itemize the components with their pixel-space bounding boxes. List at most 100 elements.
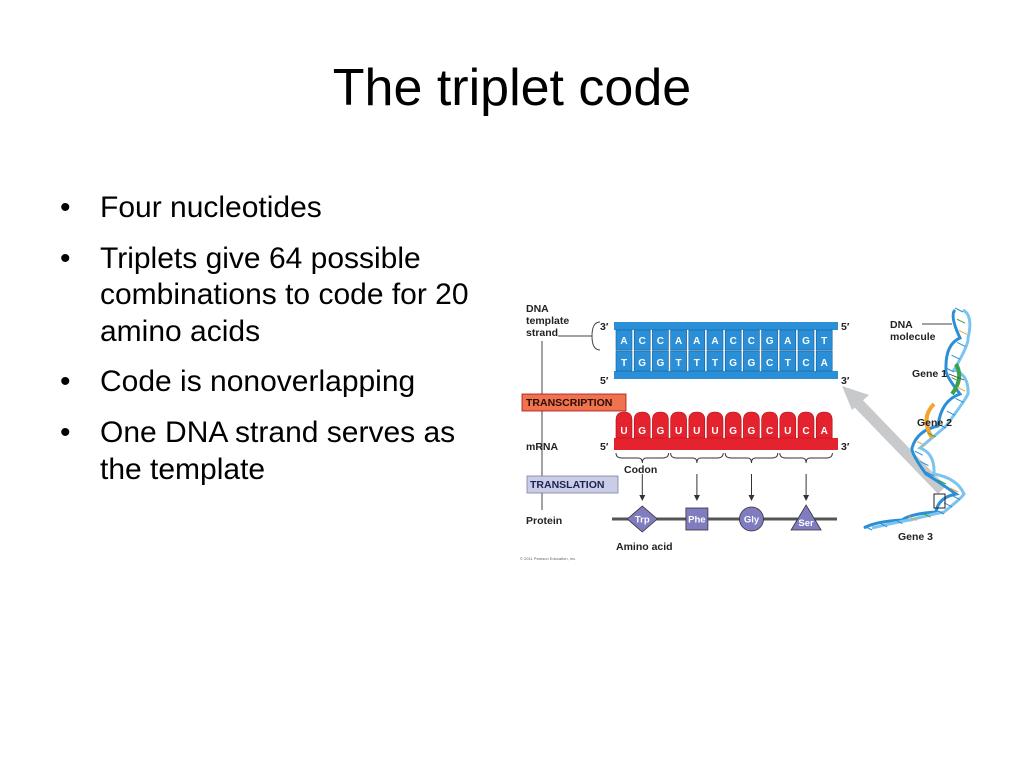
mrna-base-letter: G xyxy=(748,426,756,437)
dna-top-base xyxy=(652,329,669,351)
helix-rung xyxy=(951,495,961,501)
mrna-base xyxy=(633,411,651,439)
amino-acid-shape xyxy=(626,505,658,533)
mrna-base xyxy=(706,411,724,439)
end-label: 3′ xyxy=(600,321,609,333)
dna-bottom-base xyxy=(652,350,669,372)
helix-rung xyxy=(863,525,873,531)
dna-top-base xyxy=(633,329,651,351)
translation-arrowhead xyxy=(748,495,755,501)
dna-top-base xyxy=(761,329,778,351)
dna-bottom-base xyxy=(815,350,833,372)
dna-top-base-letter: A xyxy=(675,336,682,347)
helix-rung xyxy=(922,512,931,518)
amino-acid-name: Trp xyxy=(635,515,650,526)
end-label: 5′ xyxy=(841,321,850,333)
dna-top-base-letter: G xyxy=(766,336,774,347)
template-bracket xyxy=(591,321,601,351)
amino-acid-shape xyxy=(739,506,764,532)
mrna-base xyxy=(815,411,833,439)
dna-bottom-base-letter: G xyxy=(729,358,737,369)
mrna-label: mRNA xyxy=(526,441,559,453)
mrna-base xyxy=(743,411,760,439)
dna-top-base-letter: A xyxy=(693,336,700,347)
helix-rung xyxy=(951,377,960,383)
mrna-base-letter: G xyxy=(657,426,665,437)
slide-title: The triplet code xyxy=(332,59,692,117)
dna-top-base-letter: T xyxy=(821,336,827,347)
helix-rung xyxy=(908,515,918,521)
helix-strand xyxy=(871,308,972,530)
dna-top-base-letter: C xyxy=(748,336,755,347)
mrna-base xyxy=(670,411,687,439)
dna-bottom-base-letter: T xyxy=(621,358,627,369)
dna-bottom-base-letter: T xyxy=(676,358,682,369)
dna-top-base xyxy=(670,329,687,351)
dna-bottom-base-letter: C xyxy=(802,358,809,369)
mrna-base xyxy=(688,411,706,439)
amino-acid-shape xyxy=(685,507,709,531)
dna-bottom-base-letter: A xyxy=(821,358,828,369)
codon-braces xyxy=(615,452,833,501)
amino-acid-name: Phe xyxy=(688,515,705,526)
codon-brace xyxy=(670,452,724,464)
strand-label: strand xyxy=(526,327,558,339)
gene-2-label: Gene 2 xyxy=(917,417,952,429)
gene-1-segment xyxy=(950,363,962,396)
amino-acid-shape xyxy=(790,504,822,531)
codon-brace xyxy=(779,452,833,464)
helix-rung xyxy=(920,461,929,467)
helix-rung xyxy=(916,441,926,447)
bullet-item: One DNA strand serves as the template xyxy=(60,415,500,488)
helix-rung xyxy=(878,522,888,528)
dna-bottom-base-letter: T xyxy=(785,358,791,369)
mrna-base-letter: A xyxy=(821,426,828,437)
protein-label: Protein xyxy=(526,515,562,527)
dna-top-base xyxy=(706,329,724,351)
translation-box xyxy=(526,475,619,494)
bullet-item: Triplets give 64 possible combinations t… xyxy=(60,241,500,351)
dna-top-base xyxy=(797,329,815,351)
helix-rung xyxy=(951,354,960,360)
mrna-base xyxy=(797,411,815,439)
mrna-base-letter: U xyxy=(711,426,718,437)
dna-top-base-letter: A xyxy=(620,336,627,347)
dna-bottom-base xyxy=(797,350,815,372)
mrna-base-letter: U xyxy=(784,426,791,437)
translation-label: TRANSLATION xyxy=(530,479,604,491)
helix-rung xyxy=(956,318,966,324)
triplet-code-figure: DNA template strand TRANSCRIPTION mRNA T… xyxy=(512,298,992,564)
dna-bottom-base-letter: T xyxy=(712,358,718,369)
dna-top-backbone xyxy=(614,322,838,330)
helix-rung xyxy=(956,341,966,347)
dna-top-base xyxy=(688,329,706,351)
end-label: 3′ xyxy=(841,375,850,387)
dna-top-base xyxy=(743,329,760,351)
bullet-list: Four nucleotides Triplets give 64 possib… xyxy=(60,190,500,502)
mrna-base-letter: G xyxy=(729,426,737,437)
mrna-base xyxy=(724,411,742,439)
helix-rung xyxy=(956,386,966,392)
dna-top-base xyxy=(815,329,833,351)
dna-bottom-base xyxy=(779,350,797,372)
dna-bottom-base-letter: G xyxy=(638,358,646,369)
dna-bottom-base-letter: G xyxy=(748,358,756,369)
mrna-base-letter: U xyxy=(693,426,700,437)
bullet-item: Four nucleotides xyxy=(60,190,500,227)
helix-rung xyxy=(925,471,935,477)
mrna-base-letter: C xyxy=(766,426,773,437)
codon-brace xyxy=(615,452,670,464)
dna-helix xyxy=(863,307,972,531)
mrna-base-letter: U xyxy=(620,426,627,437)
dna-top-base-letter: G xyxy=(802,336,810,347)
gene-highlight-box xyxy=(933,493,946,509)
helix-rung xyxy=(937,479,947,485)
mrna-base-letter: G xyxy=(638,426,646,437)
dna-bottom-base-letter: T xyxy=(694,358,700,369)
amino-acid-label: Amino acid xyxy=(616,541,673,553)
dna-bottom-backbone xyxy=(614,371,838,379)
mrna-base xyxy=(615,411,633,439)
dna-bottom-base xyxy=(706,350,724,372)
